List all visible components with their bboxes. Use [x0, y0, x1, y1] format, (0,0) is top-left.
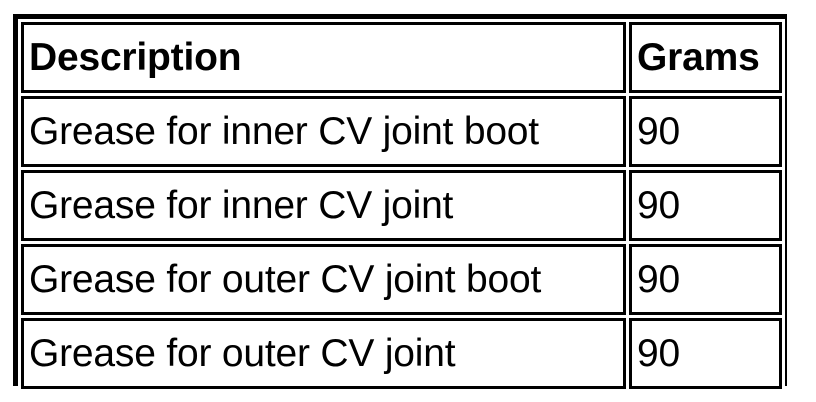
grease-quantity-table: Description Grams Grease for inner CV jo… [18, 19, 785, 392]
column-header-grams: Grams [629, 22, 782, 93]
table-body: Grease for inner CV joint boot 90 Grease… [21, 96, 782, 389]
table-header-row: Description Grams [21, 22, 782, 93]
cell-description: Grease for outer CV joint [21, 318, 626, 389]
column-header-description: Description [21, 22, 626, 93]
cell-description: Grease for inner CV joint [21, 170, 626, 241]
cell-grams: 90 [629, 244, 782, 315]
table-header: Description Grams [21, 22, 782, 93]
cell-description: Grease for outer CV joint boot [21, 244, 626, 315]
cell-grams: 90 [629, 170, 782, 241]
table-row: Grease for outer CV joint 90 [21, 318, 782, 389]
table-row: Grease for inner CV joint 90 [21, 170, 782, 241]
grease-quantity-table-frame: Description Grams Grease for inner CV jo… [13, 14, 787, 392]
cell-grams: 90 [629, 96, 782, 167]
cell-description: Grease for inner CV joint boot [21, 96, 626, 167]
table-row: Grease for outer CV joint boot 90 [21, 244, 782, 315]
table-row: Grease for inner CV joint boot 90 [21, 96, 782, 167]
cell-grams: 90 [629, 318, 782, 389]
